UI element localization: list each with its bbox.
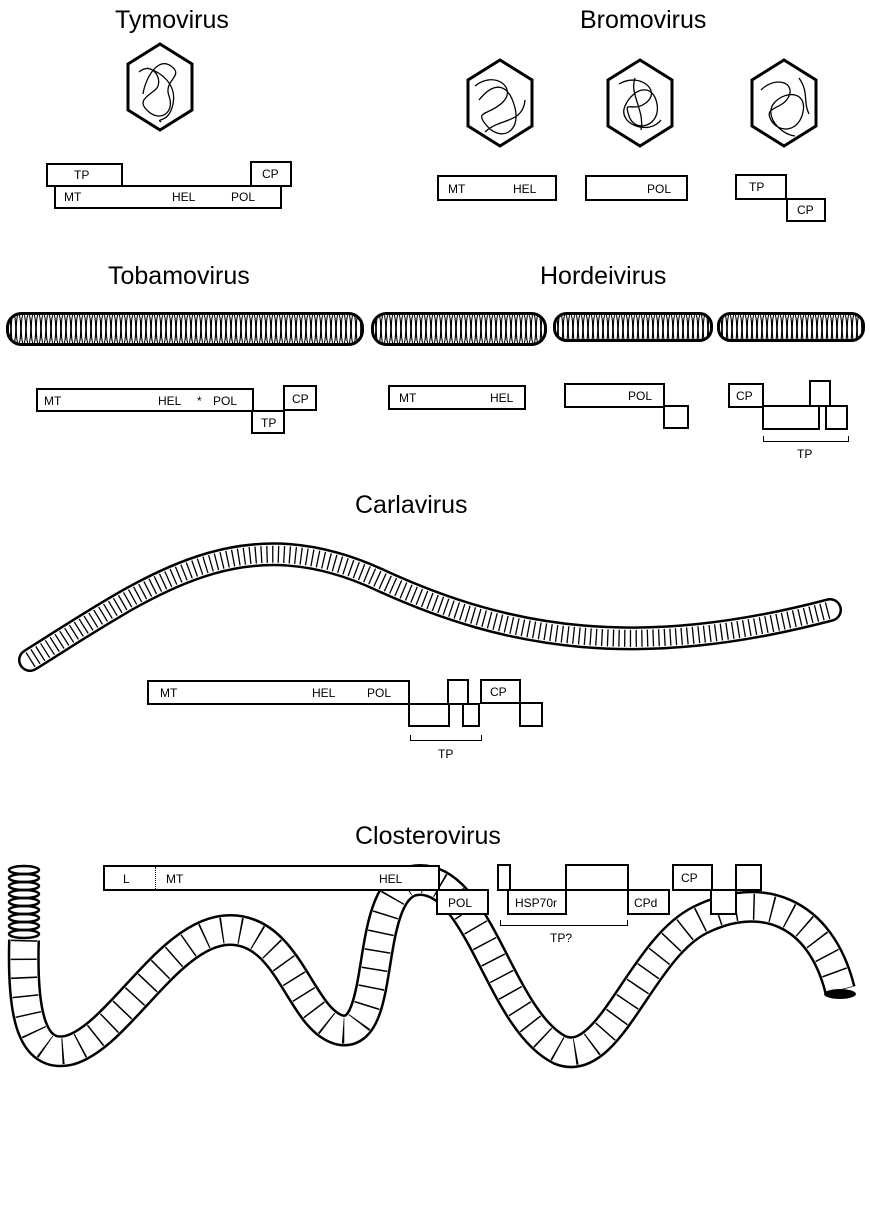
- bromovirus-rna2-orf: POL: [585, 175, 688, 201]
- closterovirus-hsp70r-orf: HSP70r: [507, 889, 567, 915]
- tobamovirus-pol-label: POL: [213, 395, 237, 407]
- tobamovirus-mt-label: MT: [44, 395, 61, 407]
- tymovirus-pol-label: POL: [231, 191, 255, 203]
- carlavirus-cp-orf: CP: [480, 679, 521, 704]
- carlavirus-tgb3-orf: [462, 703, 480, 727]
- carlavirus-title: Carlavirus: [355, 491, 468, 520]
- tymovirus-mt-label: MT: [64, 191, 81, 203]
- closterovirus-small-orf-2: [710, 889, 737, 915]
- bromovirus-cp-label: CP: [797, 204, 814, 216]
- hordeivirus-tgb3-orf: [825, 405, 848, 430]
- bromovirus-tp-orf: TP: [735, 174, 787, 200]
- hordeivirus-pol-label: POL: [628, 390, 652, 402]
- bromovirus-virion-2-icon: [605, 58, 675, 148]
- hordeivirus-rod-3-icon: [717, 312, 865, 342]
- carlavirus-replicase-orf: MT HEL POL: [147, 680, 410, 705]
- tobamovirus-tp-label: TP: [261, 417, 276, 429]
- carlavirus-cp-label: CP: [490, 686, 507, 698]
- closterovirus-cpd-orf: CPd: [627, 889, 670, 915]
- bromovirus-title: Bromovirus: [580, 6, 706, 35]
- hordeivirus-title: Hordeivirus: [540, 262, 666, 291]
- carlavirus-pol-label: POL: [367, 687, 391, 699]
- bromovirus-virion-3-icon: [749, 58, 819, 148]
- closterovirus-filament-icon: [0, 860, 870, 1070]
- closterovirus-small-orf-1: [497, 864, 511, 891]
- closterovirus-leader-divider: [155, 867, 156, 889]
- closterovirus-cp-orf: CP: [672, 864, 713, 891]
- closterovirus-replicase-orf: L MT HEL: [103, 865, 440, 891]
- hordeivirus-hel-label: HEL: [490, 392, 513, 404]
- hordeivirus-mt-label: MT: [399, 392, 416, 404]
- tymovirus-virion-icon: [125, 42, 195, 132]
- closterovirus-small-orf-3: [735, 864, 762, 891]
- closterovirus-pol-label: POL: [448, 897, 472, 909]
- tymovirus-tp-orf: TP: [46, 163, 123, 187]
- closterovirus-hsp70r-label: HSP70r: [515, 897, 557, 909]
- bromovirus-mt-label: MT: [448, 183, 465, 195]
- hordeivirus-tp-label: TP: [797, 447, 812, 461]
- bromovirus-pol-label: POL: [647, 183, 671, 195]
- hordeivirus-cp-label: CP: [736, 390, 753, 402]
- carlavirus-mt-label: MT: [160, 687, 177, 699]
- bromovirus-rna1-orf: MT HEL: [437, 175, 557, 201]
- tobamovirus-rod-icon: [6, 312, 364, 346]
- closterovirus-cp-label: CP: [681, 872, 698, 884]
- carlavirus-tgb2-orf: [447, 679, 469, 705]
- bromovirus-cp-orf: CP: [786, 198, 826, 222]
- hordeivirus-rna-alpha-orf: MT HEL: [388, 385, 526, 410]
- bromovirus-hel-label: HEL: [513, 183, 536, 195]
- bromovirus-virion-1-icon: [465, 58, 535, 148]
- carlavirus-tp-bracket: [410, 735, 482, 741]
- hordeivirus-tgb2-orf: [809, 380, 831, 407]
- closterovirus-cpd-label: CPd: [634, 897, 657, 909]
- tobamovirus-cp-orf: CP: [283, 385, 317, 411]
- tobamovirus-tp-orf: TP: [251, 410, 285, 434]
- tobamovirus-readthrough-star: *: [197, 395, 202, 407]
- tymovirus-replicase-orf: MT HEL POL: [54, 185, 282, 209]
- carlavirus-small-orf: [519, 702, 543, 727]
- closterovirus-p60-orf: [565, 864, 629, 891]
- closterovirus-tp-bracket: [500, 920, 628, 926]
- closterovirus-pol-orf: POL: [436, 889, 489, 915]
- closterovirus-tp-label: TP?: [550, 931, 572, 945]
- hordeivirus-cp-orf: CP: [728, 383, 764, 408]
- closterovirus-mt-label: MT: [166, 873, 183, 885]
- tymovirus-hel-label: HEL: [172, 191, 195, 203]
- hordeivirus-rod-2-icon: [553, 312, 713, 342]
- tobamovirus-title: Tobamovirus: [108, 262, 250, 291]
- carlavirus-hel-label: HEL: [312, 687, 335, 699]
- tymovirus-cp-orf: CP: [250, 161, 292, 187]
- tobamovirus-cp-label: CP: [292, 393, 309, 405]
- hordeivirus-tgb1-orf: [762, 405, 820, 430]
- bromovirus-tp-label: TP: [749, 181, 764, 193]
- carlavirus-filament-icon: [0, 530, 870, 680]
- tobamovirus-hel-label: HEL: [158, 395, 181, 407]
- closterovirus-title: Closterovirus: [355, 822, 501, 851]
- closterovirus-hel-label: HEL: [379, 873, 402, 885]
- closterovirus-l-label: L: [123, 873, 130, 885]
- carlavirus-tp-label: TP: [438, 747, 453, 761]
- tymovirus-tp-label: TP: [74, 169, 89, 181]
- carlavirus-tgb1-orf: [408, 703, 450, 727]
- hordeivirus-rod-1-icon: [371, 312, 547, 346]
- tymovirus-title: Tymovirus: [115, 6, 229, 35]
- tymovirus-cp-label: CP: [262, 168, 279, 180]
- hordeivirus-tp-bracket: [763, 436, 849, 442]
- tobamovirus-replicase-orf: MT HEL * POL: [36, 388, 254, 412]
- hordeivirus-rna-beta-orf: POL: [564, 383, 665, 408]
- hordeivirus-beta-small-orf: [663, 405, 689, 429]
